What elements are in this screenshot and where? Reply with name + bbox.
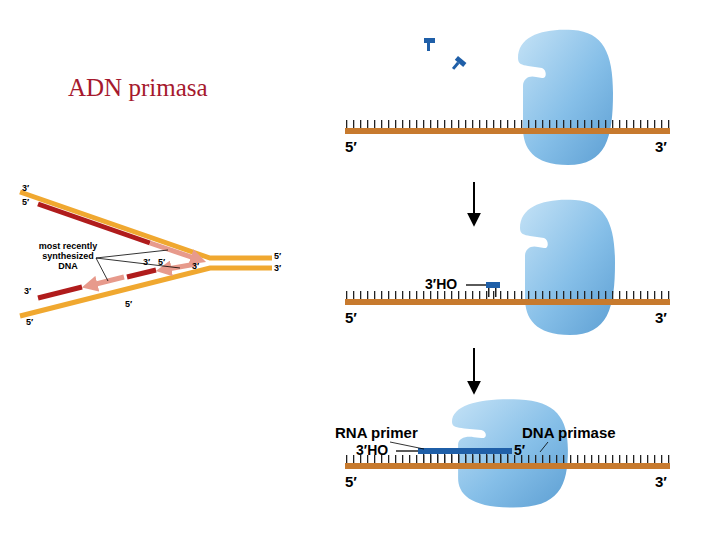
nucleotide [486, 282, 500, 288]
nucleotide [424, 38, 435, 51]
leader-line [540, 442, 548, 452]
strand-end: 3′ [22, 184, 29, 194]
replication-fork [20, 192, 272, 316]
step-arrow [473, 348, 475, 392]
okazaki-fragment [127, 270, 156, 277]
strand-end: 5′ [125, 300, 132, 310]
strand-end: 5′ [274, 252, 281, 262]
okazaki-fragment [38, 287, 82, 298]
annotation: most recently synthesized DNA [36, 242, 100, 272]
strand-end: 3′ [655, 474, 667, 491]
new-strand [38, 204, 150, 243]
strand-end: 5′ [22, 198, 29, 208]
strand-end: 3′ [655, 139, 667, 156]
new-dna-arrow [88, 277, 124, 286]
strand-end: 5′ [26, 318, 33, 328]
primase-blob [518, 30, 613, 165]
base-ticks [345, 120, 670, 129]
nucleotide [450, 56, 467, 73]
primase-blob [520, 200, 615, 335]
strand-end: 5′ [514, 443, 525, 458]
strand-end: 3′ [274, 264, 281, 274]
step-arrow [473, 182, 475, 224]
panel-1 [345, 30, 670, 165]
strand-end: 5′ [345, 139, 357, 156]
base-ticks [345, 291, 670, 300]
template-strand [345, 128, 670, 134]
title: ADN primasa [68, 74, 208, 102]
hydroxyl-end: 3′HO [356, 443, 388, 458]
rna-primer [418, 448, 512, 454]
panel-2 [345, 200, 670, 335]
part-name: DNA primase [522, 425, 616, 442]
strand-end: 3′ [655, 310, 667, 327]
strand-end: 5′ [345, 474, 357, 491]
template-strand [345, 299, 670, 305]
part-name: RNA primer [335, 425, 418, 442]
leader-lines [96, 250, 180, 281]
strand-end: 3′ [192, 262, 199, 272]
leader-line [390, 442, 424, 449]
strand-end: 5′ [345, 310, 357, 327]
bond-dash [396, 450, 418, 451]
template-strand [345, 463, 670, 469]
bond-dash [466, 284, 486, 285]
panel-3 [345, 399, 670, 507]
strand-end: 3′ [24, 287, 31, 297]
hydroxyl-end: 3′HO [425, 277, 457, 292]
strand-end: 5′ [158, 258, 165, 268]
strand-end: 3′ [143, 258, 150, 268]
base-pairs [418, 453, 512, 463]
new-dna-arrow [162, 264, 196, 270]
parent-strand [20, 268, 272, 316]
